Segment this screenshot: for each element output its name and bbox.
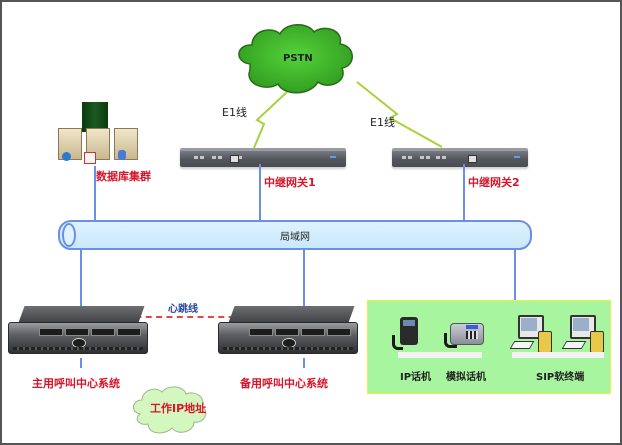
gw2-lan-link (463, 164, 465, 220)
pstn-cloud-icon (238, 24, 353, 94)
work-ip-cloud-icon (133, 386, 207, 434)
primary-call-center-server-icon (8, 306, 148, 358)
database-cluster-icon (54, 102, 144, 168)
lan-primary-link (80, 248, 82, 306)
work-ip-label: 工作IP地址 (150, 402, 207, 415)
lan-pipe-icon: 局域网 (58, 220, 532, 250)
trunk-gateway-1-label: 中继网关1 (264, 176, 316, 189)
lan-terminals-link (514, 248, 516, 300)
lock-icon (118, 150, 126, 160)
analog-phone-label: 模拟话机 (446, 372, 486, 383)
heartbeat-link (125, 316, 245, 318)
sip-softphone-label: SIP软终端 (536, 372, 585, 383)
e1-left-label: E1线 (222, 106, 247, 119)
gw1-lan-link (259, 164, 261, 220)
ip-phone-icon (392, 317, 420, 350)
e1-link-right (356, 81, 443, 148)
ip-phone-label: IP话机 (400, 372, 432, 383)
primary-tail (80, 358, 82, 368)
trunk-gateway-1-icon (180, 148, 346, 167)
primary-call-center-label: 主用呼叫中心系统 (32, 377, 120, 390)
switch-icon (84, 152, 96, 164)
computer-icon (561, 315, 606, 357)
backup-call-center-label: 备用呼叫中心系统 (240, 377, 328, 390)
e1-right-label: E1线 (370, 116, 395, 129)
lan-label: 局域网 (280, 232, 310, 243)
trunk-gateway-2-label: 中继网关2 (468, 176, 520, 189)
e1-link-left (253, 91, 288, 149)
backup-call-center-server-icon (218, 306, 358, 358)
terminal-area: IP话机 模拟话机 SIP软终端 (367, 300, 611, 394)
analog-phone-icon (444, 319, 484, 348)
lan-backup-link (303, 248, 305, 306)
shelf-phones (398, 352, 482, 358)
shelf-computers (512, 352, 604, 358)
pstn-label: PSTN (283, 53, 313, 64)
database-cluster-label: 数据库集群 (96, 170, 151, 183)
db-lan-link (94, 166, 96, 220)
trunk-gateway-2-icon (392, 148, 528, 167)
computer-icon (509, 315, 554, 357)
backup-tail (303, 358, 305, 368)
heartbeat-label: 心跳线 (168, 304, 198, 315)
globe-icon (62, 152, 71, 161)
